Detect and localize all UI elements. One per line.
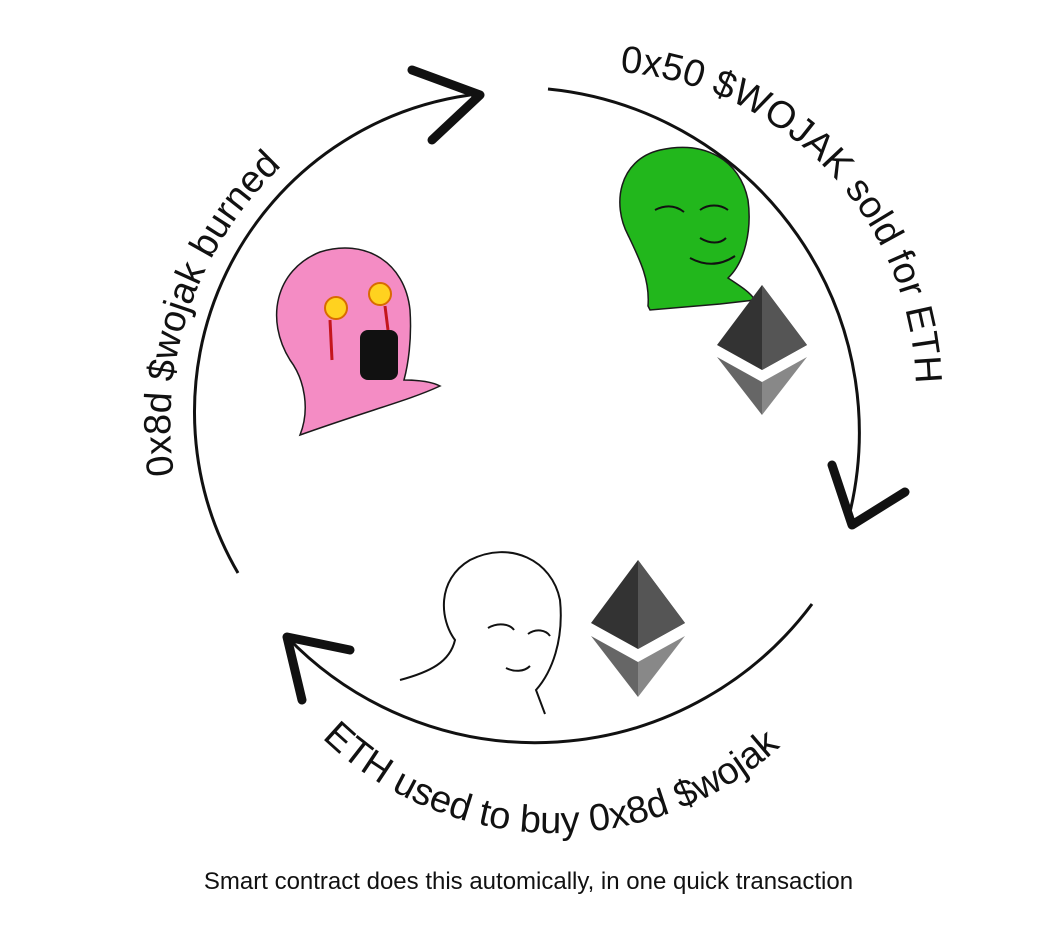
arrowhead-top: [407, 65, 485, 145]
step-label-burned: 0x8d $wojak burned: [137, 142, 288, 478]
caption: Smart contract does this automically, in…: [203, 868, 854, 895]
pink-burning-wojak-icon: [275, 247, 442, 437]
arc-bottom: [285, 603, 814, 745]
arc-top-right: [547, 87, 861, 521]
eth-logo-icon: [717, 285, 807, 415]
arc-left: [193, 93, 471, 574]
arrowhead-right: [827, 460, 910, 530]
white-wojak-icon: [399, 551, 562, 715]
eth-logo-icon: [591, 560, 685, 697]
arrowhead-left: [282, 632, 355, 705]
green-wojak-icon: [619, 146, 757, 311]
step-label-bought: ETH used to buy 0x8d $wojak: [316, 714, 788, 843]
